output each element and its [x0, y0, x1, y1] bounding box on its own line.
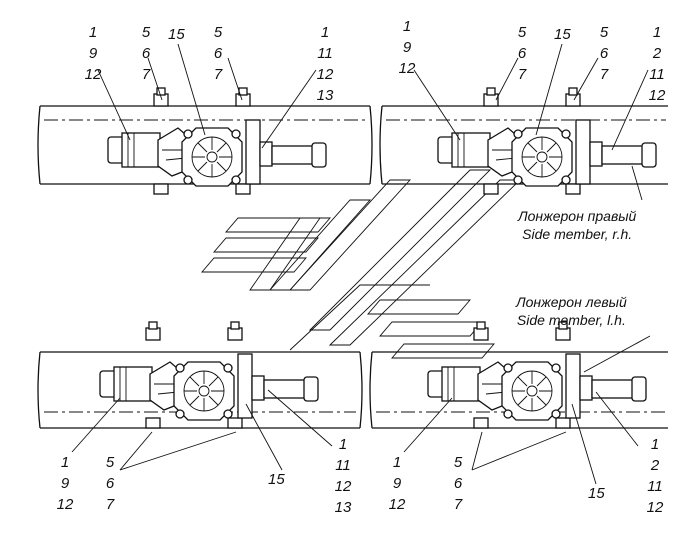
- callout-tr-b: 5 6 7: [512, 22, 532, 85]
- callout-num: 12: [398, 60, 416, 77]
- caption-right-side-member: Лонжерон правый Side member, r.h.: [518, 208, 636, 243]
- callout-num: 5: [105, 454, 115, 471]
- callout-num: 6: [453, 475, 463, 492]
- callout-tl-d: 5 6 7: [208, 22, 228, 85]
- callout-num: 1: [402, 18, 412, 35]
- callout-num: 1: [320, 24, 330, 41]
- leaders-top-right: [413, 43, 649, 201]
- callout-num: 11: [317, 45, 333, 62]
- callout-num: 15: [168, 26, 185, 43]
- callout-tr-d: 5 6 7: [594, 22, 614, 85]
- callout-num: 1: [652, 24, 662, 41]
- callout-num: 9: [392, 475, 402, 492]
- caption-en: Side member, l.h.: [516, 311, 626, 328]
- callout-num: 5: [453, 454, 463, 471]
- callout-num: 6: [599, 45, 609, 62]
- callout-num: 11: [647, 478, 663, 495]
- callout-num: 5: [517, 24, 527, 41]
- caption-left-side-member: Лонжерон левый Side member, l.h.: [516, 294, 627, 329]
- valve-assembly-top-right: [437, 87, 657, 195]
- callout-br-b: 5 6 7: [448, 452, 468, 515]
- callout-num: 5: [141, 24, 151, 41]
- callout-num: 11: [649, 66, 665, 83]
- callout-bl-a: 1 9 12: [52, 452, 78, 515]
- caption-ru: Лонжерон правый: [518, 208, 637, 224]
- callout-num: 7: [599, 66, 609, 83]
- callout-num: 1: [88, 24, 98, 41]
- callout-num: 5: [599, 24, 609, 41]
- callout-tl-e: 1 11 12 13: [308, 22, 342, 106]
- callout-num: 1: [392, 454, 402, 471]
- callout-num: 12: [56, 496, 74, 513]
- callout-num: 1: [338, 436, 348, 453]
- callout-tl-a: 1 9 12: [80, 22, 106, 85]
- callout-num: 12: [646, 499, 664, 516]
- callout-num: 9: [402, 39, 412, 56]
- callout-num: 9: [88, 45, 98, 62]
- leaders-bottom-left: [71, 389, 333, 471]
- callout-num: 7: [517, 66, 527, 83]
- callout-num: 12: [648, 87, 666, 104]
- callout-tl-b: 5 6 7: [136, 22, 156, 85]
- watermark-logo: [201, 169, 522, 359]
- leaders-bottom-right: [403, 335, 651, 485]
- callout-num: 6: [105, 475, 115, 492]
- callout-tr-e: 1 2 11 12: [640, 22, 674, 106]
- callout-num: 2: [650, 457, 660, 474]
- callout-num: 13: [334, 499, 352, 516]
- callout-num: 5: [213, 24, 223, 41]
- callout-num: 6: [517, 45, 527, 62]
- callout-br-c: 15: [588, 486, 605, 501]
- callout-br-a: 1 9 12: [384, 452, 410, 515]
- leaders-top-left: [97, 43, 317, 149]
- callout-num: 12: [388, 496, 406, 513]
- callout-num: 7: [141, 66, 151, 83]
- callout-num: 7: [213, 66, 223, 83]
- callout-tl-c: 15: [168, 27, 185, 42]
- callout-tr-a: 1 9 12: [394, 16, 420, 79]
- callout-br-e: 1 2 11 12: [638, 434, 672, 518]
- callout-bl-e: 1 11 12 13: [326, 434, 360, 518]
- callout-num: 7: [105, 496, 115, 513]
- callout-bl-b: 5 6 7: [100, 452, 120, 515]
- callout-num: 11: [335, 457, 351, 474]
- caption-ru: Лонжерон левый: [516, 294, 627, 310]
- callout-num: 6: [141, 45, 151, 62]
- callout-num: 15: [588, 485, 605, 502]
- callout-bl-c: 15: [268, 472, 285, 487]
- callout-num: 2: [652, 45, 662, 62]
- callout-num: 12: [316, 66, 334, 83]
- callout-num: 9: [60, 475, 70, 492]
- callout-num: 12: [334, 478, 352, 495]
- callout-num: 6: [213, 45, 223, 62]
- callout-num: 13: [316, 87, 334, 104]
- callout-num: 15: [554, 26, 571, 43]
- callout-num: 7: [453, 496, 463, 513]
- callout-num: 1: [650, 436, 660, 453]
- callout-num: 1: [60, 454, 70, 471]
- caption-en: Side member, r.h.: [522, 225, 633, 242]
- valve-assembly-top-left: [107, 87, 327, 195]
- callout-num: 12: [84, 66, 102, 83]
- callout-num: 15: [268, 471, 285, 488]
- callout-tr-c: 15: [554, 27, 571, 42]
